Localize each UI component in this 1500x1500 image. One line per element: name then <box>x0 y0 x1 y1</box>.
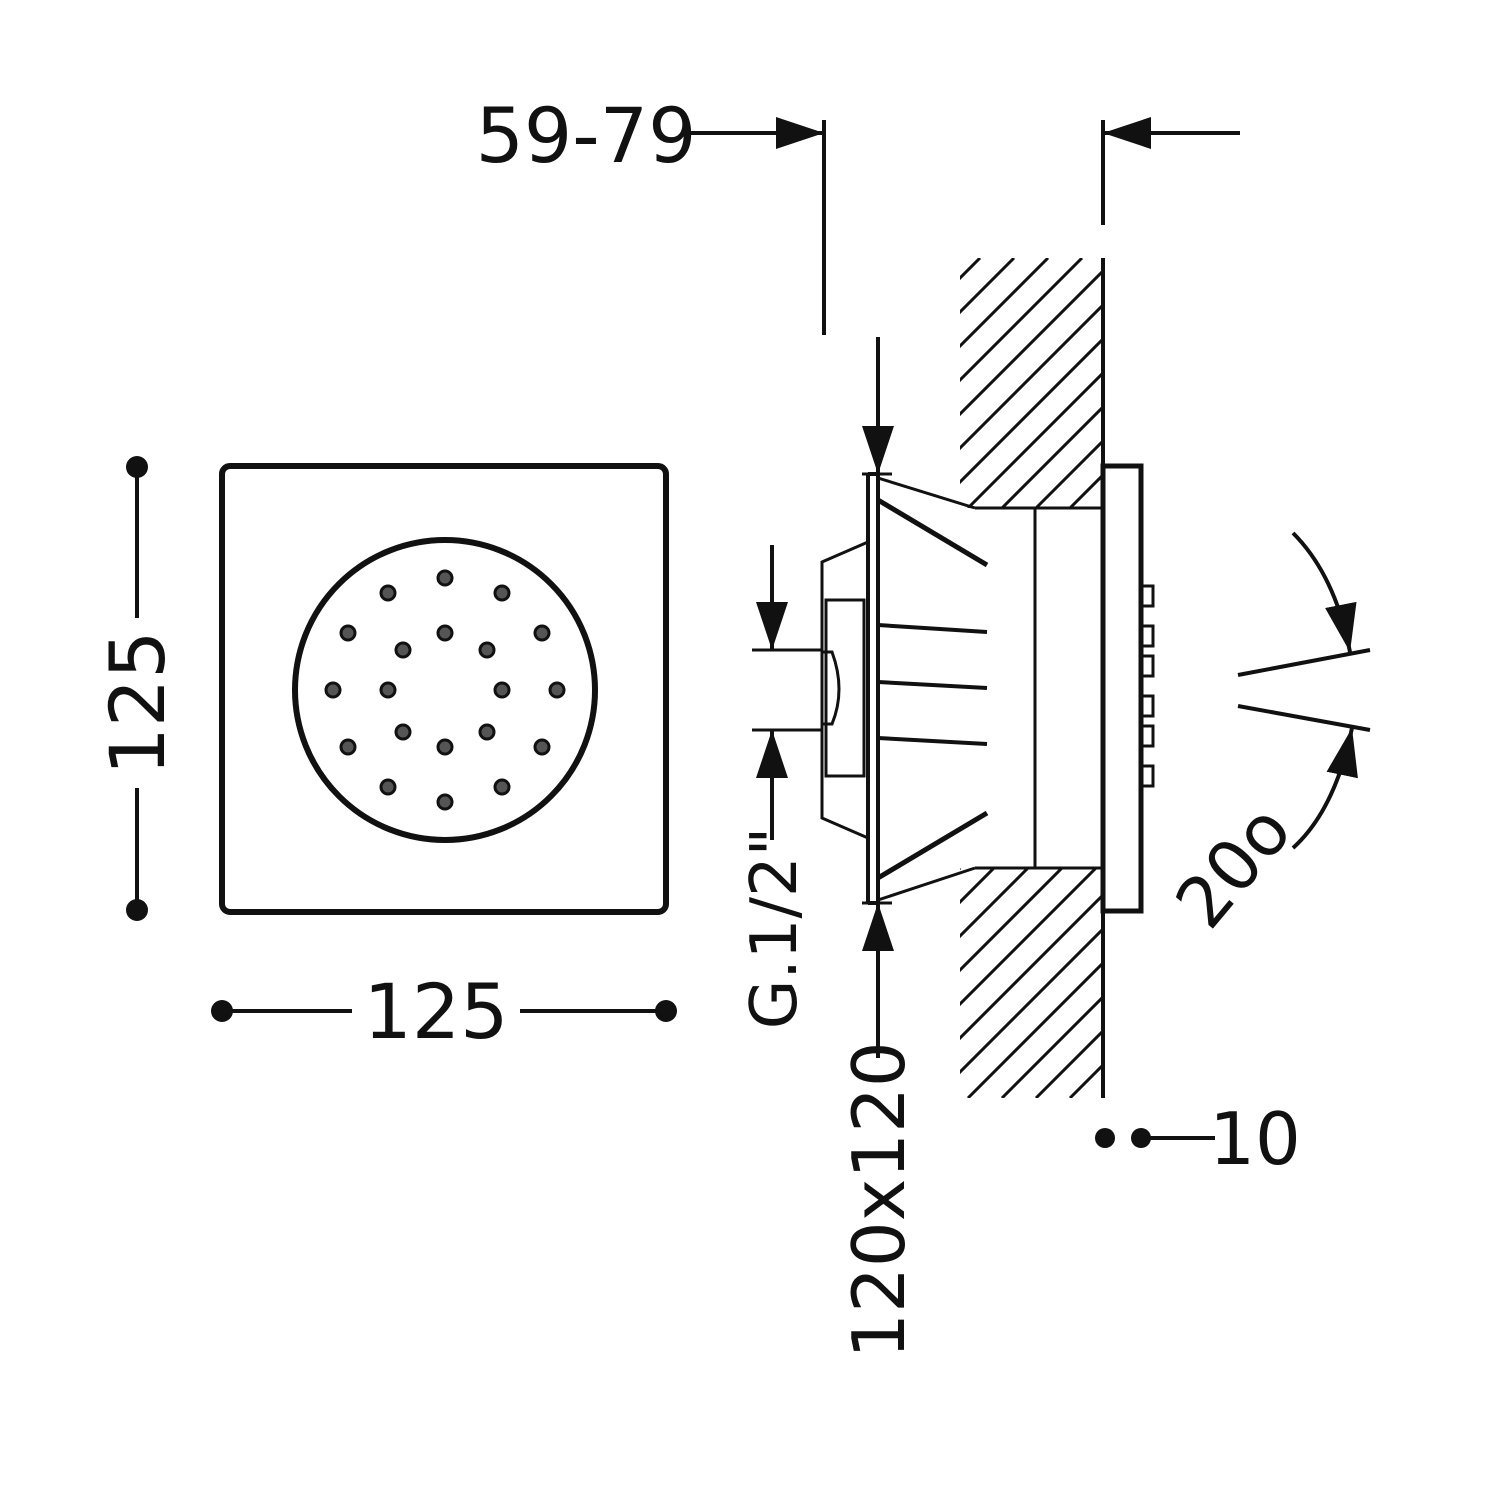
width-dim-dot-right <box>655 1000 677 1022</box>
hatch-line <box>960 868 1030 939</box>
side-cover-plate <box>1100 463 1155 914</box>
hatch-line <box>966 368 1105 508</box>
thread-dimension: G.1/2" <box>738 545 822 1029</box>
hatch-line <box>662 258 912 508</box>
hatch-line <box>960 924 1105 1075</box>
cover-plate <box>219 463 669 915</box>
thread-label: G.1/2" <box>738 827 812 1029</box>
wall-section <box>560 258 1490 1098</box>
hatch-line <box>1034 436 1105 508</box>
hatch-line <box>966 958 1105 1098</box>
thickness-dimension: 10 <box>1095 1097 1301 1181</box>
spray-jet <box>436 624 454 642</box>
spray-jet <box>436 569 454 587</box>
hatch-line <box>960 334 1105 485</box>
embedded-body <box>820 472 1037 905</box>
spray-jet <box>493 778 511 796</box>
hatch-line <box>960 258 1084 383</box>
height-dimension: 125 <box>93 456 182 921</box>
depth-dim-label: 59-79 <box>476 91 697 180</box>
spray-jet <box>339 624 357 642</box>
spray-angle-dimension: 20o <box>1160 531 1371 944</box>
hatch-line <box>960 890 1105 1041</box>
spray-jets <box>324 569 566 811</box>
height-dim-label: 125 <box>93 630 182 775</box>
hatch-line <box>1240 258 1490 508</box>
hatch-line <box>696 258 946 508</box>
front-view <box>219 463 669 915</box>
spray-jet <box>436 793 454 811</box>
spray-jet <box>478 723 496 741</box>
spray-jet <box>533 738 551 756</box>
spray-jet <box>478 641 496 659</box>
hatch-line <box>1068 470 1105 508</box>
width-dim-label: 125 <box>363 967 508 1056</box>
spray-jet <box>436 738 454 756</box>
hatch-line <box>960 868 1064 973</box>
hatch-line <box>960 266 1105 417</box>
hatch-line <box>1034 1026 1105 1098</box>
hatch-line <box>1000 402 1105 508</box>
spray-jet <box>324 681 342 699</box>
nozzle-stub <box>1139 654 1155 678</box>
spray-jet <box>493 584 511 602</box>
width-dimension: 125 <box>211 967 677 1056</box>
spray-jet <box>379 584 397 602</box>
hatch-line <box>1000 992 1105 1098</box>
height-dim-dot-bottom <box>126 899 148 921</box>
nozzle-stub <box>1139 724 1155 748</box>
hatch-line <box>960 300 1105 451</box>
thickness-label: 10 <box>1209 1097 1301 1181</box>
nozzle-stub <box>1139 694 1155 718</box>
hatch-line <box>960 258 982 281</box>
spray-jet <box>339 738 357 756</box>
hatch-line <box>1172 258 1422 508</box>
spray-jet <box>548 681 566 699</box>
nozzle-stub <box>1139 764 1155 788</box>
spray-jet <box>379 778 397 796</box>
hatch-line <box>594 258 844 508</box>
spray-disc <box>292 537 598 843</box>
spray-jet <box>533 624 551 642</box>
hatch-line <box>1138 258 1388 508</box>
hatch-line <box>560 258 810 508</box>
nozzle-stub <box>1139 624 1155 648</box>
spray-angle-label: 20o <box>1160 790 1308 944</box>
spray-jet <box>394 641 412 659</box>
hatch-line <box>960 258 1016 315</box>
hatch-line <box>960 258 1050 349</box>
mounting-box-dimension: 120x120 <box>837 337 921 1359</box>
side-view <box>560 258 1490 1098</box>
mounting-box-label: 120x120 <box>837 1041 921 1358</box>
hatch-line <box>1240 868 1470 1098</box>
depth-dimension: 59-79 <box>476 91 1240 335</box>
spray-jet <box>493 681 511 699</box>
spray-jet <box>379 681 397 699</box>
hatch-line <box>1206 258 1456 508</box>
spray-jet <box>394 723 412 741</box>
nozzle-stub <box>1139 584 1155 608</box>
hatch-line <box>960 868 1098 1007</box>
